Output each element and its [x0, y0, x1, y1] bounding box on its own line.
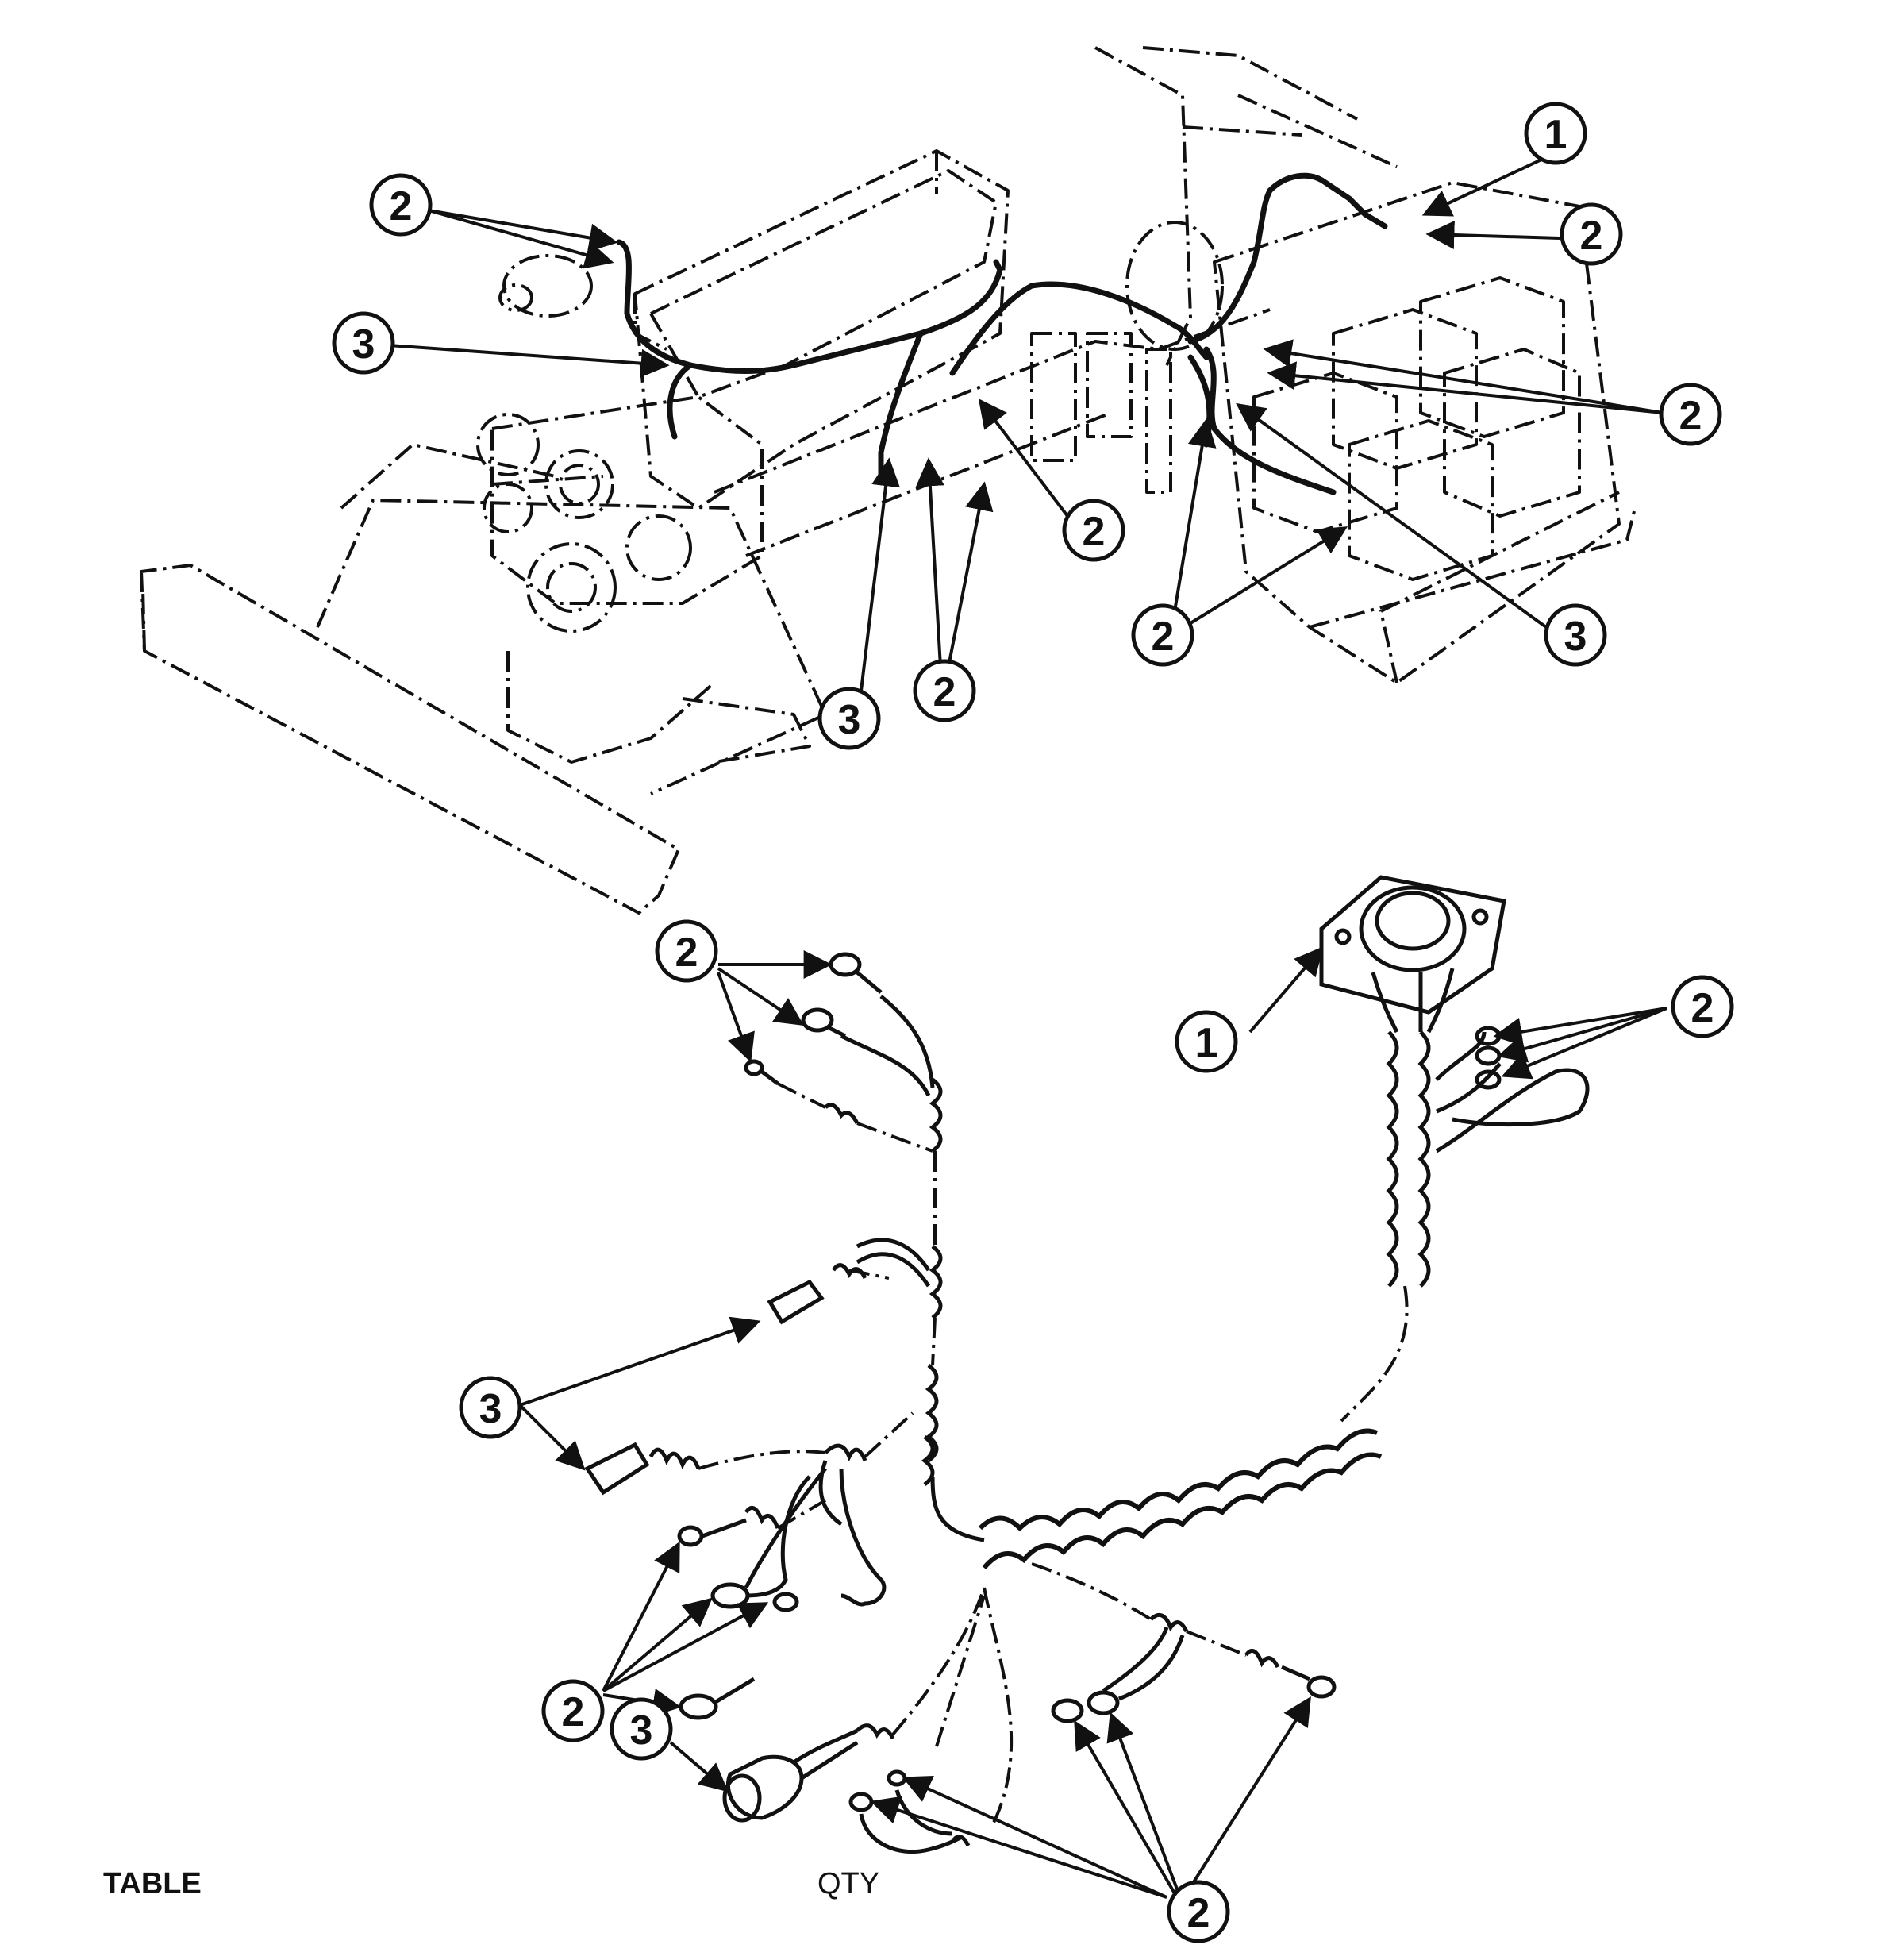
bottom-connector-dashed [891, 1587, 1014, 1827]
svg-text:2: 2 [1083, 509, 1106, 555]
vertical-conduit [1386, 1030, 1431, 1288]
callout-3-bottom-connector: 3 [610, 1697, 673, 1761]
svg-text:3: 3 [838, 697, 861, 743]
svg-text:2: 2 [933, 669, 956, 715]
callout-1-battery-box: 1 [1524, 102, 1587, 165]
callout-2-alternator: 2 [369, 173, 433, 237]
bottom-lugs [848, 1769, 971, 1854]
callout-2-bottom-lugs: 2 [1167, 1880, 1230, 1943]
svg-text:2: 2 [1187, 1890, 1210, 1936]
vehicle-frame-illustration [140, 46, 1637, 915]
svg-text:2: 2 [390, 183, 413, 229]
harness-conduit [978, 1428, 1383, 1569]
svg-text:1: 1 [1195, 1020, 1218, 1066]
engine-harness-wires [616, 172, 1388, 495]
middle-connector-lead [767, 1238, 931, 1325]
qty-label: QTY [817, 1867, 880, 1900]
svg-text:1: 1 [1544, 112, 1567, 158]
svg-text:3: 3 [352, 322, 375, 368]
callout-2-starter: 2 [1659, 383, 1722, 446]
panel-connector [1319, 875, 1506, 1034]
callout-2-battery-terminal: 2 [1131, 603, 1194, 667]
svg-text:3: 3 [630, 1708, 653, 1754]
svg-text:2: 2 [1152, 614, 1175, 660]
table-label: TABLE [103, 1867, 202, 1900]
svg-text:2: 2 [1580, 213, 1603, 259]
svg-text:2: 2 [1679, 393, 1702, 439]
svg-text:3: 3 [1564, 614, 1587, 660]
right-lugs-dashed [1031, 1562, 1247, 1657]
callout-3-sensor-plug: 3 [817, 687, 881, 750]
bottom-connector [722, 1723, 895, 1823]
svg-text:2: 2 [1691, 985, 1714, 1031]
top-lugs-dashed [777, 1082, 933, 1153]
callout-2-engine-side: 2 [1062, 499, 1125, 562]
leader-lines [388, 153, 1667, 1899]
svg-text:2: 2 [562, 1689, 585, 1735]
callout-2-left-lugs: 2 [541, 1679, 605, 1742]
callout-2-connector-leads: 2 [1671, 975, 1734, 1038]
callout-balloons: 1 2 2 3 2 2 2 3 [332, 102, 1734, 1943]
callout-1-panel-connector: 1 [1175, 1010, 1238, 1073]
callout-2-top-lugs: 2 [655, 919, 718, 983]
svg-text:2: 2 [675, 930, 698, 976]
left-vertical-harness [921, 1078, 985, 1542]
connector-lead-path [1340, 1285, 1409, 1423]
callout-2-battery-ground: 2 [1560, 202, 1623, 266]
callout-2-sensor-leads: 2 [913, 659, 976, 722]
left-harness-dashed [931, 1151, 937, 1366]
top-lugs-leads [744, 952, 935, 1125]
connector-side-leads [1435, 1026, 1590, 1153]
left-connector-branch [584, 1442, 887, 1720]
callout-3-alternator-plug: 3 [332, 311, 395, 375]
svg-text:3: 3 [479, 1386, 502, 1432]
right-lower-lugs [1051, 1612, 1337, 1723]
callout-3-battery-plug: 3 [1544, 603, 1607, 667]
callout-3-mid-connector: 3 [459, 1376, 522, 1439]
left-branch-dashed [698, 1269, 914, 1530]
